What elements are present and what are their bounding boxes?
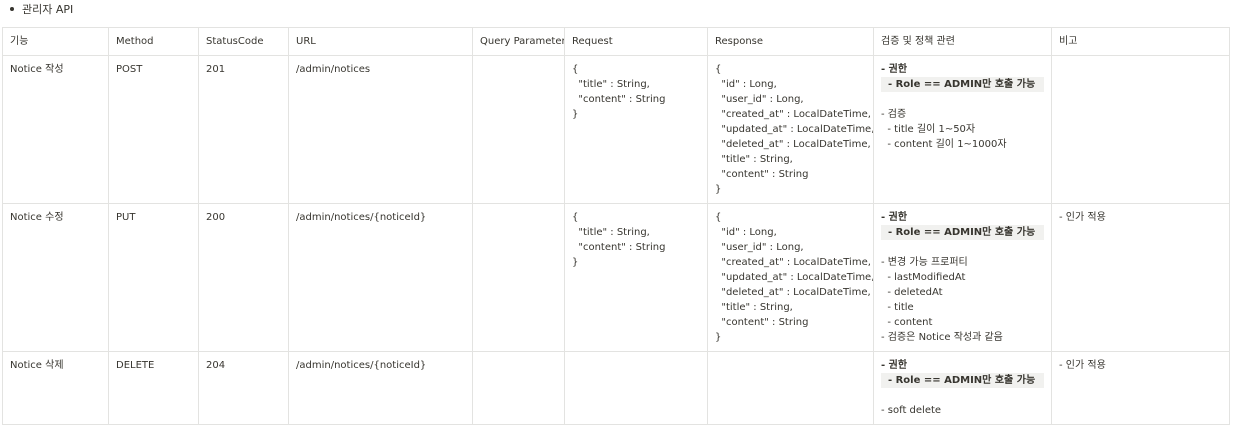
policy-line: - title 길이 1~50자 xyxy=(881,124,976,135)
table-header-row: 기능 Method StatusCode URL Query Parameter… xyxy=(2,27,1230,56)
url-cell: /admin/notices/{noticeId} xyxy=(288,203,473,352)
response-line: "content" : String xyxy=(715,169,809,180)
policy-line: - 검증은 Notice 작성과 같음 xyxy=(881,332,1003,343)
policy-line: - 변경 가능 프로퍼티 xyxy=(881,257,968,268)
response-line: } xyxy=(715,332,722,343)
response-line: "title" : String, xyxy=(715,302,793,313)
feature-cell: Notice 작성 xyxy=(2,55,109,204)
response-line: } xyxy=(715,184,722,195)
status-code-cell: 200 xyxy=(198,203,289,352)
column-header-query: Query Parameter xyxy=(472,27,565,56)
response-cell: { "id" : Long, "user_id" : Long, "create… xyxy=(707,203,874,352)
policy-line: - title xyxy=(881,302,914,313)
policy-line: - 권한 xyxy=(881,64,908,75)
method-cell: DELETE xyxy=(108,351,199,425)
bullet-icon xyxy=(10,7,14,11)
policy-line xyxy=(881,92,1044,107)
response-line: "updated_at" : LocalDateTime, xyxy=(715,272,874,283)
response-line: "id" : Long, xyxy=(715,79,777,90)
request-line: "content" : String xyxy=(572,242,666,253)
policy-line: - Role == ADMIN만 호출 가능 xyxy=(881,225,1044,240)
response-cell xyxy=(707,351,874,425)
feature-cell: Notice 수정 xyxy=(2,203,109,352)
query-parameter-cell xyxy=(472,351,565,425)
response-line: "created_at" : LocalDateTime, xyxy=(715,257,871,268)
method-cell: PUT xyxy=(108,203,199,352)
response-line: "title" : String, xyxy=(715,154,793,165)
policy-line: - Role == ADMIN만 호출 가능 xyxy=(881,373,1044,388)
response-cell: { "id" : Long, "user_id" : Long, "create… xyxy=(707,55,874,204)
response-line: "updated_at" : LocalDateTime, xyxy=(715,124,874,135)
policy-line: - content xyxy=(881,317,933,328)
policy-cell: - 권한 - Role == ADMIN만 호출 가능 - 검증 - title… xyxy=(873,55,1052,204)
column-header-request: Request xyxy=(564,27,708,56)
policy-line: - 권한 xyxy=(881,360,908,371)
status-code-cell: 201 xyxy=(198,55,289,204)
response-line: "content" : String xyxy=(715,317,809,328)
policy-line: - 권한 xyxy=(881,212,908,223)
column-header-response: Response xyxy=(707,27,874,56)
request-line: "title" : String, xyxy=(572,227,650,238)
request-line: "content" : String xyxy=(572,94,666,105)
query-parameter-cell xyxy=(472,55,565,204)
policy-line xyxy=(881,240,1044,255)
response-line: "deleted_at" : LocalDateTime, xyxy=(715,139,871,150)
column-header-feature: 기능 xyxy=(2,27,109,56)
status-code-cell: 204 xyxy=(198,351,289,425)
section-heading-text: 관리자 API xyxy=(22,3,74,16)
request-line: { xyxy=(572,64,579,75)
policy-line xyxy=(881,388,1044,403)
policy-line: - content 길이 1~1000자 xyxy=(881,139,1007,150)
column-header-note: 비고 xyxy=(1051,27,1230,56)
note-cell: - 인가 적용 xyxy=(1051,351,1230,425)
policy-line: - 검증 xyxy=(881,109,907,120)
method-cell: POST xyxy=(108,55,199,204)
request-cell: { "title" : String, "content" : String} xyxy=(564,55,708,204)
request-cell: { "title" : String, "content" : String} xyxy=(564,203,708,352)
policy-line: - deletedAt xyxy=(881,287,943,298)
response-line: "created_at" : LocalDateTime, xyxy=(715,109,871,120)
api-table: 기능 Method StatusCode URL Query Parameter… xyxy=(2,27,1230,425)
url-cell: /admin/notices/{noticeId} xyxy=(288,351,473,425)
query-parameter-cell xyxy=(472,203,565,352)
response-line: { xyxy=(715,64,722,75)
policy-line: - soft delete xyxy=(881,405,942,416)
column-header-status: StatusCode xyxy=(198,27,289,56)
column-header-policy: 검증 및 정책 관련 xyxy=(873,27,1052,56)
response-line: "deleted_at" : LocalDateTime, xyxy=(715,287,871,298)
response-line: "user_id" : Long, xyxy=(715,242,804,253)
response-line: "id" : Long, xyxy=(715,227,777,238)
policy-line: - lastModifiedAt xyxy=(881,272,966,283)
column-header-url: URL xyxy=(288,27,473,56)
response-line: { xyxy=(715,212,722,223)
request-line: { xyxy=(572,212,579,223)
section-heading: 관리자 API xyxy=(10,2,73,16)
policy-cell: - 권한 - Role == ADMIN만 호출 가능 - 변경 가능 프로퍼티… xyxy=(873,203,1052,352)
request-line: } xyxy=(572,257,579,268)
policy-line: - Role == ADMIN만 호출 가능 xyxy=(881,77,1044,92)
note-cell xyxy=(1051,55,1230,204)
request-line: "title" : String, xyxy=(572,79,650,90)
policy-cell: - 권한 - Role == ADMIN만 호출 가능 - soft delet… xyxy=(873,351,1052,425)
request-line: } xyxy=(572,109,579,120)
column-header-method: Method xyxy=(108,27,199,56)
feature-cell: Notice 삭제 xyxy=(2,351,109,425)
url-cell: /admin/notices xyxy=(288,55,473,204)
note-cell: - 인가 적용 xyxy=(1051,203,1230,352)
request-cell xyxy=(564,351,708,425)
response-line: "user_id" : Long, xyxy=(715,94,804,105)
